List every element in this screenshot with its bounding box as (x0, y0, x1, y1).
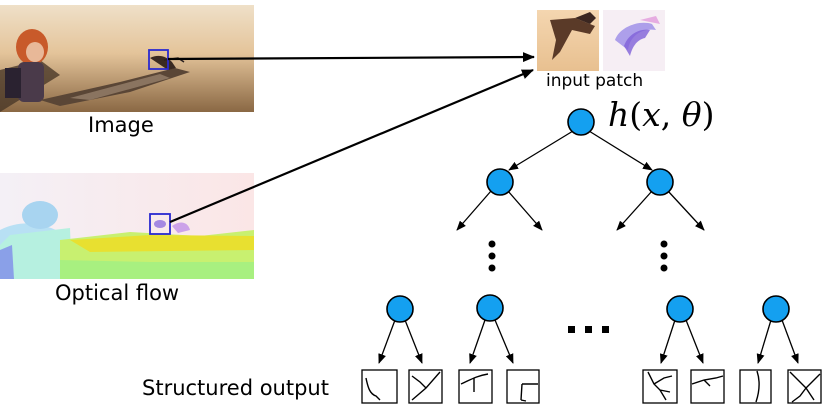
input-patch-image (537, 10, 599, 71)
edge-patch-icon (642, 369, 678, 404)
edge-patch-icon (408, 369, 443, 404)
flow-to-patch-arrow (169, 68, 534, 224)
function-open-paren: ( (629, 95, 643, 134)
tree-node-icon (567, 108, 595, 136)
edge-patch-icon (787, 369, 822, 404)
tree-node-icon (762, 295, 790, 323)
structured-output-patches (361, 369, 822, 404)
function-label: h(x, θ) (608, 98, 715, 131)
image-label: Image (88, 113, 154, 137)
tree-node-icon (646, 168, 674, 196)
edge-patch-icon (690, 369, 725, 404)
flow-selection-box (149, 213, 171, 235)
tree-nodes (386, 108, 790, 323)
optical-flow-label: Optical flow (55, 281, 180, 305)
ellipsis-dots-icon (488, 240, 668, 333)
edge-patch-icon (739, 369, 772, 404)
tree-node-icon (666, 295, 694, 323)
structured-output-label: Structured output (142, 376, 329, 400)
image-to-patch-arrow (167, 52, 535, 63)
tree-node-icon (386, 295, 414, 323)
function-close-paren: ) (701, 95, 715, 134)
tree-node-icon (486, 168, 514, 196)
function-comma: , (660, 95, 682, 134)
function-x: x (642, 95, 661, 134)
function-h: h (608, 95, 630, 134)
input-patch-flow (603, 10, 665, 71)
optical-flow-photo (0, 173, 254, 279)
tree-edges (378, 130, 799, 364)
edge-patch-icon (506, 369, 540, 404)
function-theta: θ (681, 95, 702, 134)
edge-patch-icon (361, 369, 398, 404)
edge-patch-icon (458, 369, 493, 404)
input-patch-label: input patch (546, 71, 644, 91)
tree-node-icon (476, 294, 504, 322)
image-selection-box (148, 49, 169, 70)
